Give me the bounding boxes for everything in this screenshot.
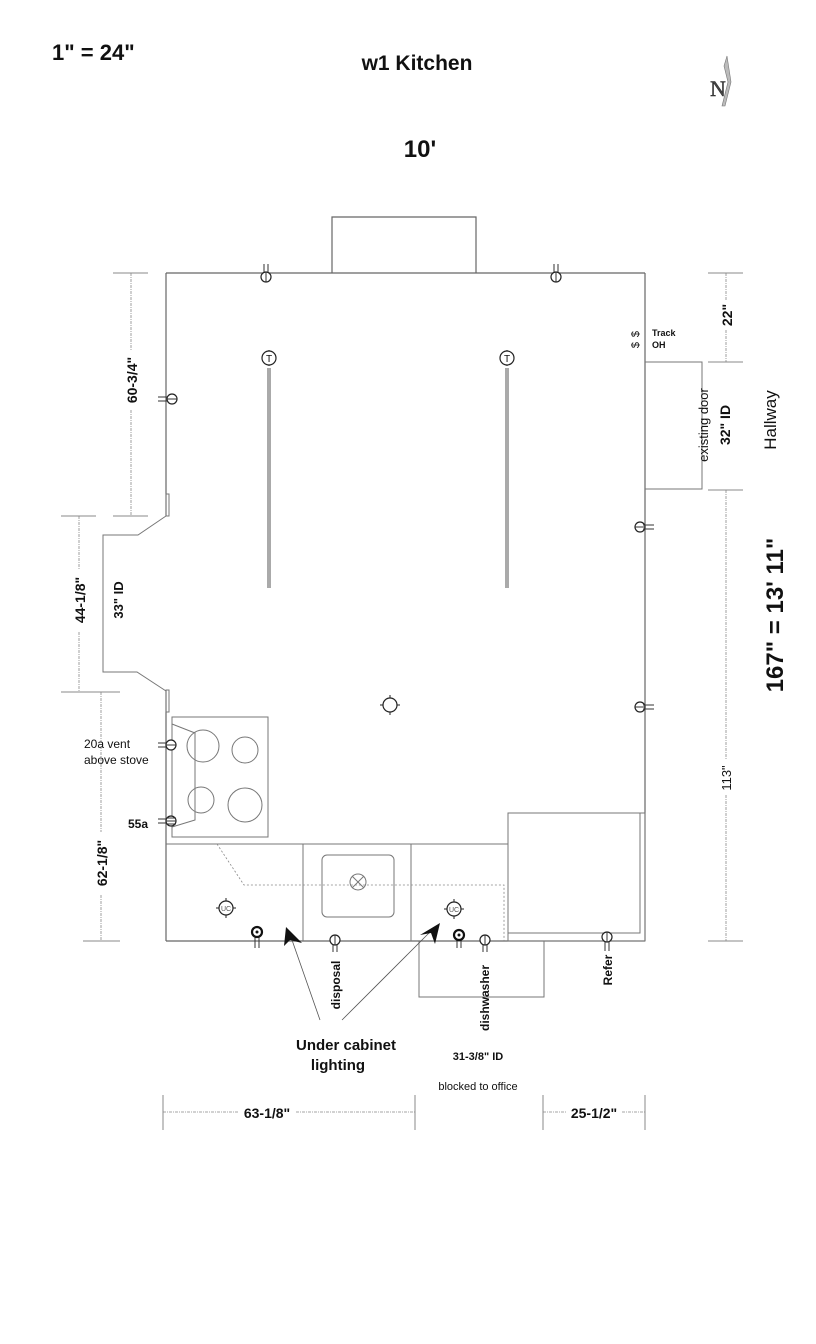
refer-outlet-icon xyxy=(601,931,613,951)
switch-oh-label: OH xyxy=(652,340,666,350)
stove xyxy=(171,716,269,838)
under-cabinet-light-icon: UC xyxy=(444,899,464,919)
disposal-label: disposal xyxy=(329,961,343,1010)
sink xyxy=(321,854,395,918)
vent-outlet-label: 20a vent xyxy=(84,737,131,751)
left-top-run: 60-3/4" xyxy=(124,357,140,403)
vent-outlet-icon xyxy=(158,739,177,751)
outlet-icon xyxy=(158,393,178,405)
switch-icon: $ $ xyxy=(630,331,642,348)
track-light-left: T xyxy=(261,350,277,588)
uc-symbol: UC xyxy=(221,906,231,913)
bottom-opening-width: 31-3/8" ID xyxy=(453,1051,504,1063)
burner xyxy=(187,786,215,814)
page-title: w1 Kitchen xyxy=(361,52,473,75)
bottom-opening xyxy=(418,941,545,998)
track-light-symbol: T xyxy=(504,354,510,365)
existing-door-width: 32" ID xyxy=(717,405,733,445)
under-cabinet-leaders xyxy=(284,923,440,1021)
bottom-dimensions: 63-1/8" 25-1/2" 31-3/8" ID blocked to of… xyxy=(162,1051,646,1130)
burner xyxy=(227,787,263,823)
outlet-icon xyxy=(634,701,654,713)
vent-outlet-label-2: above stove xyxy=(84,753,149,767)
switch-symbol: $ xyxy=(630,331,642,337)
outlet-icon xyxy=(634,521,654,533)
scale-label: 1" = 24" xyxy=(52,40,135,65)
existing-door: existing door 32" ID xyxy=(645,361,733,490)
refrigerator xyxy=(507,812,646,942)
left-opening-run: 44-1/8" xyxy=(72,577,88,623)
burner xyxy=(231,736,259,764)
left-bottom-run: 62-1/8" xyxy=(94,840,110,886)
stove-outlet-label: 55a xyxy=(128,817,148,831)
right-bottom-run: 113" xyxy=(719,765,734,791)
disposal-outlet-icon xyxy=(329,934,341,952)
left-dimensions: 60-3/4" 44-1/8" 62-1/8" xyxy=(61,272,148,942)
uc-symbol: UC xyxy=(449,907,459,914)
hallway-label: Hallway xyxy=(761,390,780,450)
overall-length: 167" = 13' 11" xyxy=(762,538,789,693)
switch-symbol: $ xyxy=(630,342,642,348)
track-light-symbol: T xyxy=(266,354,272,365)
north-arrow-icon: N xyxy=(710,55,732,107)
dishwasher-outlet-icon xyxy=(479,934,491,952)
under-cabinet-light-icon: UC xyxy=(216,898,236,918)
bottom-right-run: 25-1/2" xyxy=(571,1105,617,1121)
gfci-outlet-icon xyxy=(452,928,466,948)
dishwasher-label: dishwasher xyxy=(478,965,492,1031)
switch-track-label: Track xyxy=(652,328,677,338)
top-width-label: 10' xyxy=(404,136,436,163)
base-cabinets xyxy=(166,843,508,941)
bottom-left-run: 63-1/8" xyxy=(244,1105,290,1121)
ceiling-light-icon xyxy=(380,695,400,715)
left-opening-width: 33" ID xyxy=(111,581,126,618)
room-walls xyxy=(165,216,646,942)
existing-door-label: existing door xyxy=(696,387,711,461)
north-label: N xyxy=(710,76,726,101)
outlet-icon xyxy=(260,264,272,283)
outlet-icon xyxy=(550,264,562,283)
bottom-opening-note: blocked to office xyxy=(438,1081,517,1093)
under-cabinet-label: Under cabinet xyxy=(296,1037,396,1054)
refer-label: Refer xyxy=(601,954,615,985)
burner xyxy=(186,729,220,763)
left-opening: 33" ID xyxy=(102,493,170,713)
under-cabinet-label-2: lighting xyxy=(311,1057,365,1074)
gfci-outlet-icon xyxy=(250,925,264,948)
right-top-offset: 22" xyxy=(719,304,735,326)
right-dimensions: 22" 113" 167" = 13' 11" xyxy=(708,272,789,942)
stove-outlet-icon xyxy=(158,815,177,827)
track-light-right: T xyxy=(499,350,515,588)
